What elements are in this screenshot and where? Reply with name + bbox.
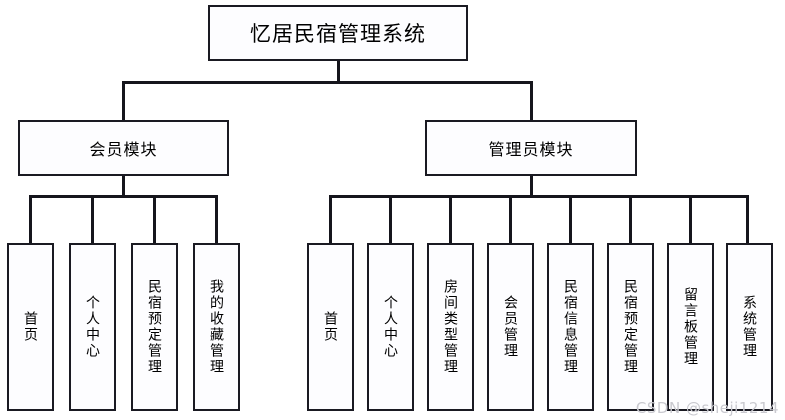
node-admin-leaf-home[interactable]: 首页 <box>307 243 354 411</box>
node-system-title[interactable]: 忆居民宿管理系统 <box>208 5 468 61</box>
node-admin-leaf-message-board-management[interactable]: 留言板管理 <box>667 243 714 411</box>
node-admin-leaf-booking-management-label: 民宿预定管理 <box>623 279 640 375</box>
node-admin-leaf-room-type-management-label: 房间类型管理 <box>443 279 460 375</box>
node-admin-leaf-personal-center-label: 个人中心 <box>383 295 400 359</box>
node-admin-leaf-room-type-management[interactable]: 房间类型管理 <box>427 243 474 411</box>
node-admin-leaf-homestay-info-management[interactable]: 民宿信息管理 <box>547 243 594 411</box>
node-member-leaf-booking-management-label: 民宿预定管理 <box>147 279 164 375</box>
node-member-leaf-booking-management[interactable]: 民宿预定管理 <box>131 243 178 411</box>
node-admin-leaf-system-management[interactable]: 系统管理 <box>726 243 773 411</box>
node-member-leaf-favorites-management-label: 我的收藏管理 <box>209 279 226 375</box>
node-member-module-label: 会员模块 <box>89 142 158 159</box>
connector-member-leaf-2 <box>91 195 94 244</box>
connector-admin-leaf-3 <box>449 195 452 244</box>
connector-title-drop <box>337 60 340 83</box>
node-admin-leaf-personal-center[interactable]: 个人中心 <box>367 243 414 411</box>
connector-admin-leaf-4 <box>509 195 512 244</box>
connector-member-leaf-1 <box>29 195 32 244</box>
node-admin-module-label: 管理员模块 <box>488 142 574 159</box>
node-admin-leaf-booking-management[interactable]: 民宿预定管理 <box>607 243 654 411</box>
connector-admin-leaf-6 <box>629 195 632 244</box>
connector-admin-leaf-2 <box>389 195 392 244</box>
connector-member-stem <box>122 175 125 197</box>
node-admin-module[interactable]: 管理员模块 <box>425 120 637 176</box>
node-admin-leaf-home-label: 首页 <box>323 311 340 343</box>
node-system-title-label: 忆居民宿管理系统 <box>250 23 426 46</box>
node-member-module[interactable]: 会员模块 <box>18 120 229 176</box>
connector-member-leaf-4 <box>215 195 218 244</box>
connector-admin-stem <box>530 175 533 197</box>
connector-level2-bus <box>122 81 533 84</box>
node-admin-leaf-message-board-management-label: 留言板管理 <box>683 287 700 367</box>
connector-admin-leaf-7 <box>689 195 692 244</box>
watermark: CSDN @sheji1214 <box>635 399 779 417</box>
node-member-leaf-home[interactable]: 首页 <box>7 243 54 411</box>
node-member-leaf-personal-center[interactable]: 个人中心 <box>69 243 116 411</box>
node-member-leaf-personal-center-label: 个人中心 <box>85 295 102 359</box>
node-admin-leaf-member-management[interactable]: 会员管理 <box>487 243 534 411</box>
connector-admin-leaf-8 <box>746 195 749 244</box>
node-admin-leaf-member-management-label: 会员管理 <box>503 295 520 359</box>
connector-member-leaf-3 <box>153 195 156 244</box>
connector-admin-leaf-1 <box>329 195 332 244</box>
connector-admin-leaf-bus <box>329 195 749 198</box>
node-member-leaf-home-label: 首页 <box>23 311 40 343</box>
connector-admin-leaf-5 <box>569 195 572 244</box>
node-member-leaf-favorites-management[interactable]: 我的收藏管理 <box>193 243 240 411</box>
connector-admin-module-drop <box>530 81 533 121</box>
node-admin-leaf-system-management-label: 系统管理 <box>742 295 759 359</box>
connector-member-leaf-bus <box>29 195 217 198</box>
connector-member-module-drop <box>122 81 125 121</box>
node-admin-leaf-homestay-info-management-label: 民宿信息管理 <box>563 279 580 375</box>
